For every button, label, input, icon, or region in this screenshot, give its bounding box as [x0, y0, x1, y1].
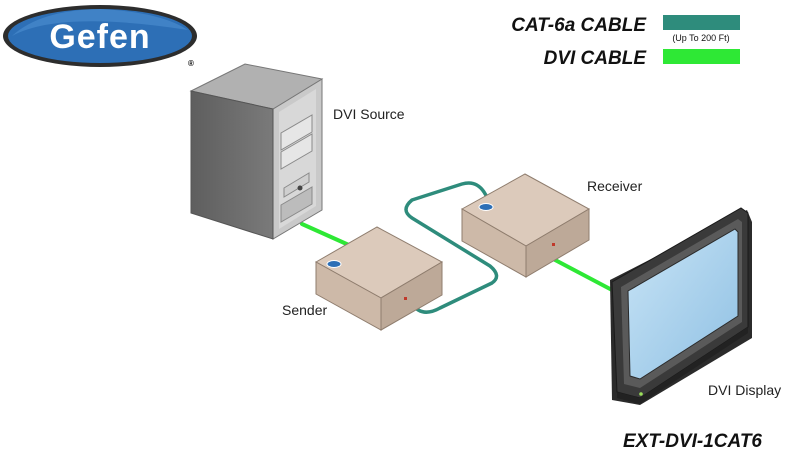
sender-led-icon: [404, 297, 407, 300]
sender-logo-badge: [326, 260, 342, 268]
display-screen: [627, 228, 739, 380]
dvi-source-computer: [189, 63, 324, 240]
cat6a-cable: [404, 181, 499, 314]
legend-cat-swatch: [663, 15, 740, 30]
receiver-unit: [460, 173, 591, 278]
dvi-display: [610, 207, 752, 405]
gefen-logo: Gefen ®: [3, 5, 197, 68]
legend: CAT-6a CABLE (Up To 200 Ft) DVI CABLE: [511, 15, 740, 69]
logo-wordmark: Gefen: [49, 18, 150, 56]
sender-unit: [314, 226, 444, 331]
registered-mark: ®: [188, 59, 194, 68]
legend-cat-label: CAT-6a CABLE: [511, 15, 647, 36]
sender-label: Sender: [282, 302, 327, 318]
legend-cat-note: (Up To 200 Ft): [672, 33, 729, 43]
receiver-label: Receiver: [587, 178, 643, 194]
dvi-display-label: DVI Display: [708, 382, 781, 398]
legend-dvi-label: DVI CABLE: [544, 48, 648, 69]
receiver-led-icon: [552, 243, 555, 246]
receiver-logo-badge: [478, 203, 494, 211]
dvi-source-label: DVI Source: [333, 106, 405, 122]
legend-dvi-swatch: [663, 49, 740, 64]
model-number: EXT-DVI-1CAT6: [623, 431, 762, 452]
display-power-led-icon: [639, 392, 643, 396]
